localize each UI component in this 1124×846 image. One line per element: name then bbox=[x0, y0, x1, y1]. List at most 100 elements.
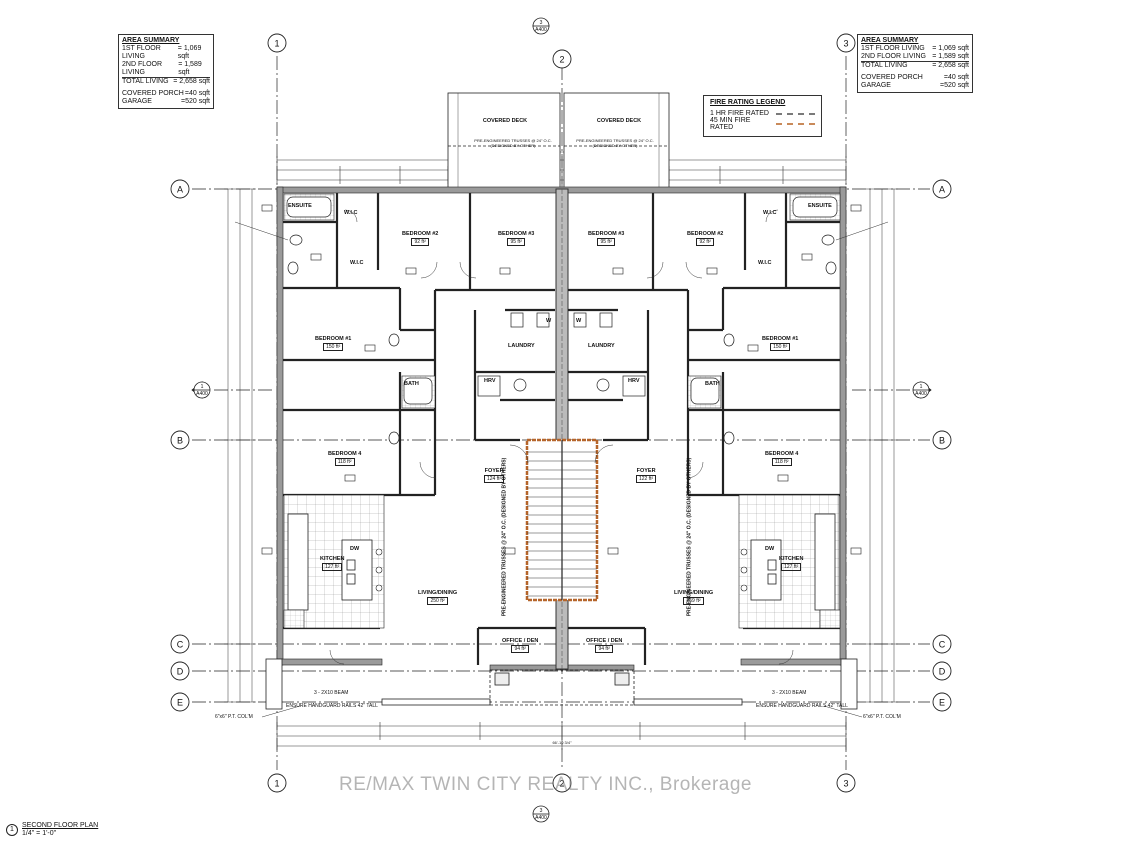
fire-legend-label-1hr: 1 HR FIRE RATED bbox=[710, 110, 769, 117]
grid-bubble-2-top bbox=[552, 49, 572, 69]
room-bath-left: BATH bbox=[404, 381, 419, 387]
fire-rating-legend: FIRE RATING LEGEND 1 HR FIRE RATED 45 MI… bbox=[703, 95, 822, 137]
grid-label-a-left: A bbox=[177, 185, 183, 195]
svg-text:1: 1 bbox=[920, 384, 923, 390]
room-wic-left-bottom: W.I.C bbox=[350, 260, 364, 266]
fire-legend-swatch-45min bbox=[776, 123, 815, 125]
grid-bubble-d-right bbox=[932, 661, 952, 681]
note-handguard-left: ENSURE HANDGUARD RAILS 42" TALL bbox=[286, 703, 378, 709]
note-post-left: 6"x6" P.T. COL'M bbox=[215, 714, 253, 720]
grid-bubble-d-left bbox=[170, 661, 190, 681]
drawing-number-marker: 1 bbox=[6, 824, 18, 836]
grid-bubble-2-bottom bbox=[552, 773, 572, 793]
room-laundry-right: LAUNDRY bbox=[588, 343, 615, 349]
section-marker-right bbox=[912, 381, 932, 399]
grid-bubble-c-left bbox=[170, 634, 190, 654]
grid-label-d-left: D bbox=[177, 667, 184, 677]
grid-label-a-right: A bbox=[939, 185, 945, 195]
covered-deck-right bbox=[563, 92, 670, 190]
grid-bubble-3-top bbox=[836, 33, 856, 53]
grid-bubble-a-left bbox=[170, 179, 190, 199]
drawing-title-block: 1 SECOND FLOOR PLAN 1/4" = 1'-0" bbox=[6, 822, 98, 838]
fire-legend-swatch-1hr bbox=[776, 112, 815, 115]
grid-label-d-right: D bbox=[939, 667, 946, 677]
room-w-left: W bbox=[546, 318, 552, 324]
room-covered-deck-left: COVERED DECK bbox=[482, 118, 528, 124]
room-dw-left: DW bbox=[350, 546, 360, 552]
area-summary-left: AREA SUMMARY 1ST FLOOR LIVING= 1,069 sqf… bbox=[118, 34, 214, 109]
grid-bubble-3-bottom bbox=[836, 773, 856, 793]
grid-label-b-right: B bbox=[939, 436, 945, 446]
fire-legend-label-45min: 45 MIN FIRE RATED bbox=[710, 117, 751, 131]
plumbing-fixtures bbox=[286, 196, 838, 445]
area-summary-title: AREA SUMMARY bbox=[122, 37, 180, 44]
drawing-title: SECOND FLOOR PLAN bbox=[22, 822, 99, 829]
watermark: RE/MAX TWIN CITY REALTY INC., Brokerage bbox=[339, 774, 752, 795]
note-post-right: 6"x6" P.T. COL'M bbox=[863, 714, 901, 720]
covered-deck-left bbox=[447, 92, 561, 190]
note-deck-trusses-left: PRE-ENGINEERED TRUSSES @ 24" O.C. (DESIG… bbox=[474, 138, 552, 148]
room-w-right: W bbox=[576, 318, 582, 324]
grid-label-e-left: E bbox=[177, 698, 183, 708]
kitchen-counter-right bbox=[814, 513, 836, 611]
room-ensuite-right: ENSUITE bbox=[808, 203, 832, 209]
svg-text:A400: A400 bbox=[535, 815, 547, 821]
room-wic-left-top: W.I.C bbox=[344, 210, 358, 216]
grid-label-2-bottom: 2 bbox=[559, 779, 564, 789]
section-marker-bottom bbox=[532, 805, 550, 823]
interior-walls-left bbox=[283, 193, 556, 665]
room-laundry-left: LAUNDRY bbox=[508, 343, 535, 349]
grid-label-1-top: 1 bbox=[274, 39, 279, 49]
area-summary-title: AREA SUMMARY bbox=[861, 37, 919, 44]
dimension-lines bbox=[227, 151, 895, 747]
grid-bubbles bbox=[170, 33, 952, 793]
svg-text:A400: A400 bbox=[915, 391, 927, 397]
note-deck-trusses-right: PRE-ENGINEERED TRUSSES @ 24" O.C. (DESIG… bbox=[576, 138, 654, 148]
grid-bubble-1-top bbox=[267, 33, 287, 53]
grid-bubble-e-left bbox=[170, 692, 190, 712]
svg-text:3: 3 bbox=[540, 808, 543, 814]
area-summary-right: AREA SUMMARY 1ST FLOOR LIVING= 1,069 sqf… bbox=[857, 34, 973, 93]
grid-label-2-top: 2 bbox=[559, 55, 564, 65]
note-trusses-right: PRE-ENGINEERED TRUSSES @ 24" O.C. (DESIG… bbox=[686, 457, 693, 617]
room-dw-right: DW bbox=[765, 546, 775, 552]
svg-text:A400: A400 bbox=[196, 391, 208, 397]
front-porches bbox=[265, 658, 858, 710]
grid-bubble-b-left bbox=[170, 430, 190, 450]
room-wic-right-bottom: W.I.C bbox=[758, 260, 772, 266]
note-trusses-left: PRE-ENGINEERED TRUSSES @ 24" O.C. (DESIG… bbox=[501, 457, 508, 617]
grid-bubble-e-right bbox=[932, 692, 952, 712]
room-bath-right: BATH bbox=[705, 381, 720, 387]
grid-label-3-bottom: 3 bbox=[843, 779, 848, 789]
stair-treads bbox=[527, 451, 597, 597]
svg-text:A400: A400 bbox=[535, 27, 547, 33]
grid-label-1-bottom: 1 bbox=[274, 779, 279, 789]
grid-label-b-left: B bbox=[177, 436, 183, 446]
room-wic-right-top: W.I.C bbox=[763, 210, 777, 216]
grid-bubble-1-bottom bbox=[267, 773, 287, 793]
doors bbox=[329, 209, 794, 665]
fire-legend-title: FIRE RATING LEGEND bbox=[710, 99, 786, 106]
grid-label-c-right: C bbox=[939, 640, 946, 650]
section-marker-left bbox=[191, 381, 211, 399]
overall-dimension-bottom: 66'-10 3/4" bbox=[552, 740, 572, 745]
grid-label-3-top: 3 bbox=[843, 39, 848, 49]
room-covered-deck-right: COVERED DECK bbox=[596, 118, 642, 124]
svg-text:3: 3 bbox=[540, 20, 543, 26]
grid-label-e-right: E bbox=[939, 698, 945, 708]
grid-bubble-a-right bbox=[932, 179, 952, 199]
